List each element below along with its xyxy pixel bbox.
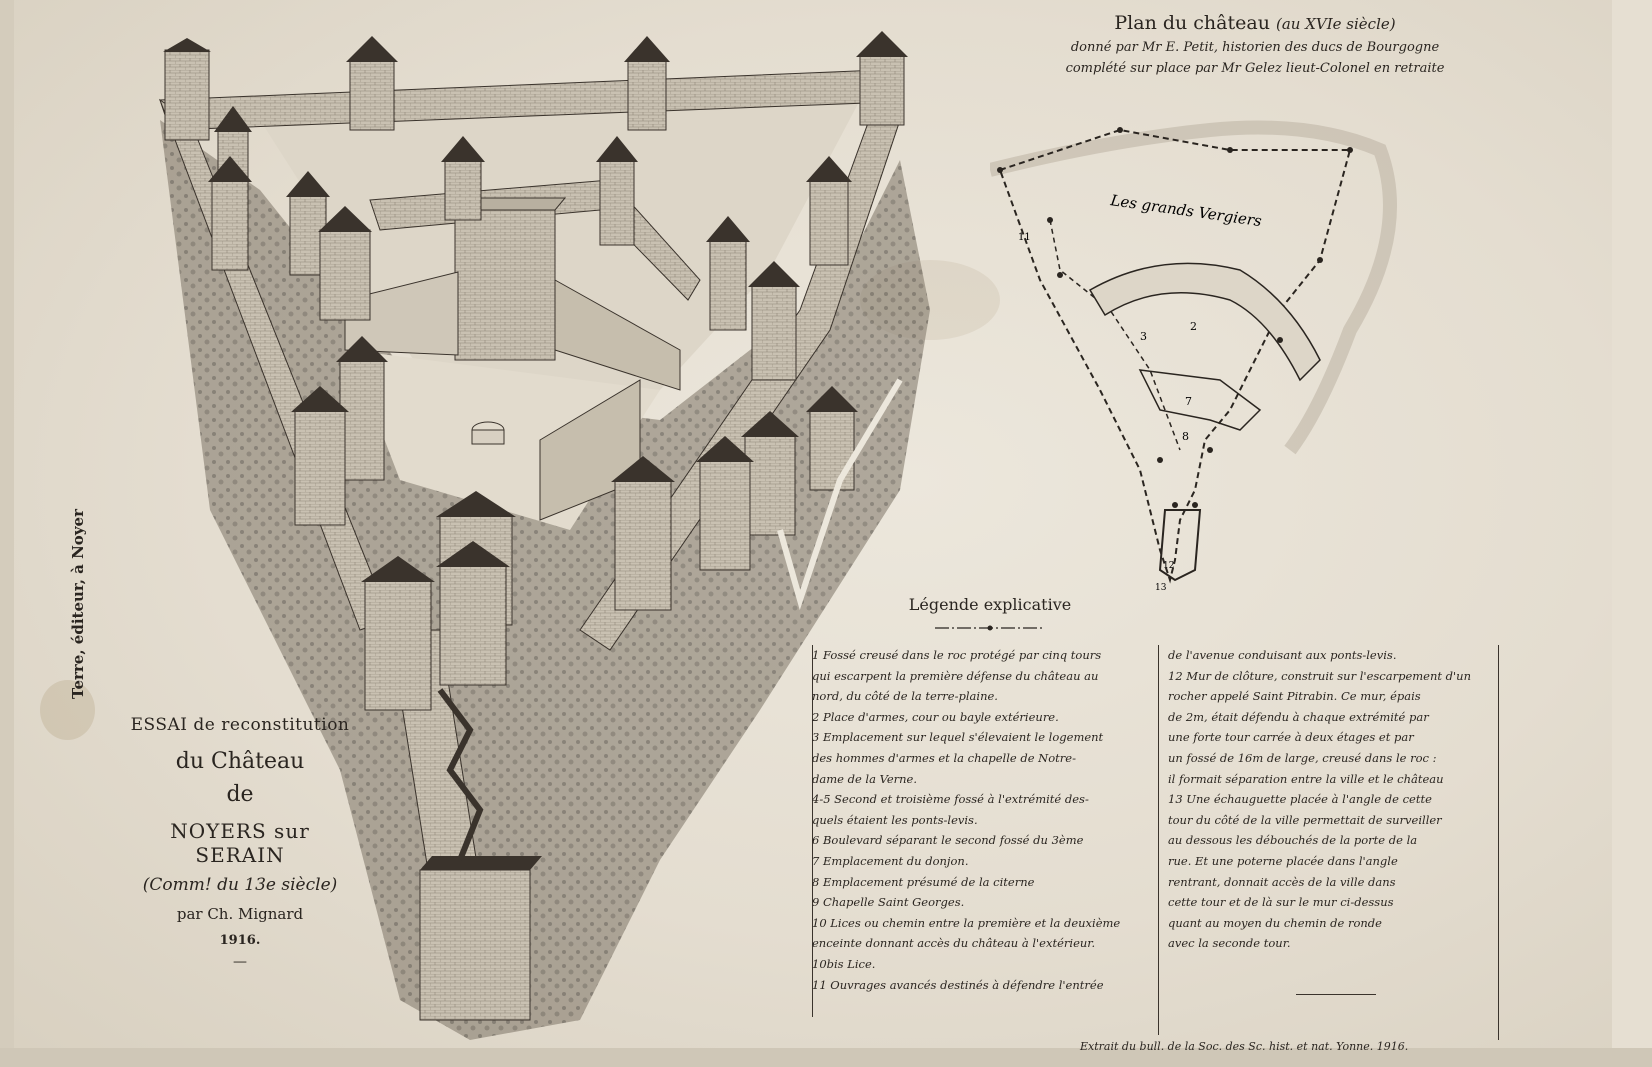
legend-column-right: de l'avenue conduisant aux ponts-levis. … <box>1168 645 1500 954</box>
legend-line: 8 Emplacement présumé de la citerne <box>812 874 1035 889</box>
legend-line: 2 Place d'armes, cour ou bayle extérieur… <box>812 709 1059 724</box>
legend-line: rocher appelé Saint Pitrabin. Ce mur, ép… <box>1168 689 1421 704</box>
legend-line: 4-5 Second et troisième fossé à l'extrém… <box>812 792 1089 807</box>
plan-boulevard <box>1138 369 1262 431</box>
plan-number: 8 <box>1182 430 1189 443</box>
zigzag-path <box>437 688 484 862</box>
plan-number: 2 <box>1190 320 1197 333</box>
keep-donjon <box>453 197 567 361</box>
legend-line: nord, du côté de la terre-plaine. <box>812 689 998 704</box>
legend-line: il formait séparation entre la ville et … <box>1168 771 1444 786</box>
legend-line: 3 Emplacement sur lequel s'élevaient le … <box>812 730 1104 745</box>
stain <box>40 680 95 740</box>
plan-number: 7 <box>1185 395 1192 408</box>
plan-credit-2: complété sur place par Mr Gelez lieut-Co… <box>1065 61 1445 76</box>
publisher-vertical: Terre, éditeur, à Noyer <box>48 460 108 760</box>
legend-line: 9 Chapelle Saint Georges. <box>812 895 965 910</box>
plan-area-label: Les grands Vergiers <box>1108 191 1263 230</box>
legend-rule-middle <box>1158 645 1159 1035</box>
title-line-1: ESSAI de reconstitution <box>130 715 350 735</box>
plan-number: 11 <box>1018 232 1031 243</box>
legend-line: avec la seconde tour. <box>1168 936 1291 951</box>
year-line: 1916. <box>219 933 261 948</box>
legend-end-rule <box>1296 994 1376 995</box>
legend-line: dame de la Verne. <box>812 771 918 786</box>
legend-line: un fossé de 16m de large, creusé dans le… <box>1168 750 1437 765</box>
source-footnote: Extrait du bull. de la Soc. des Sc. hist… <box>1080 1040 1409 1053</box>
plan-tower-dots <box>997 127 1353 508</box>
legend-rule-left <box>812 645 813 1017</box>
plan-title-note: (au XVIe siècle) <box>1276 15 1396 33</box>
plan-credit-1: donné par Mr E. Petit, historien des duc… <box>1070 40 1440 55</box>
plan-heading: Plan du château (au XVIe siècle) donné p… <box>1020 12 1490 76</box>
legend-rule-right <box>1498 645 1499 1040</box>
plan-number: 13 <box>1155 583 1167 593</box>
card-edge-right <box>1612 0 1652 1067</box>
legend-box: 1 Fossé creusé dans le roc protégé par c… <box>812 645 1500 1045</box>
legend-line: de 2m, était défendu à chaque extrémité … <box>1168 709 1429 724</box>
access-road <box>777 378 903 611</box>
card-edge-bottom <box>0 1048 1652 1067</box>
legend-line: 10 Lices ou chemin entre la première et … <box>812 915 1121 930</box>
legend-line: 12 Mur de clôture, construit sur l'escar… <box>1168 668 1471 683</box>
title-line-3: de <box>226 782 254 807</box>
legend-line: une forte tour carrée à deux étages et p… <box>1168 730 1414 745</box>
legend-line: rentrant, donnait accès de la ville dans <box>1168 874 1396 889</box>
legend-ornament <box>935 625 1045 631</box>
castle-plan-map: Les grands Vergiers 2 3 7 8 11 12 13 <box>990 120 1397 593</box>
plan-moat <box>1088 262 1321 382</box>
legend-line: de l'avenue conduisant aux ponts-levis. <box>1168 648 1397 662</box>
plan-number: 3 <box>1140 330 1147 343</box>
legend-line: 7 Emplacement du donjon. <box>812 853 969 868</box>
title-line-4: NOYERS sur SERAIN <box>170 819 310 867</box>
publisher-text: Terre, éditeur, à Noyer <box>69 509 87 699</box>
plan-title: Plan du château (au XVIe siècle) <box>1020 12 1490 34</box>
legend-line: qui escarpent la première défense du châ… <box>812 668 1099 683</box>
legend-line: des hommes d'armes et la chapelle de Not… <box>812 750 1076 765</box>
card-edge-left <box>0 0 14 1067</box>
legend-line: enceinte donnant accès du château à l'ex… <box>812 936 1096 951</box>
chapel-buildings <box>344 271 681 521</box>
legend-line: au dessous les débouchés de la porte de … <box>1168 833 1418 848</box>
legend-line: tour du côté de la ville permettait de s… <box>1168 812 1442 827</box>
plan-title-text: Plan du château <box>1114 12 1270 34</box>
plan-number: 12 <box>1163 561 1174 571</box>
plan-wall-12 <box>1158 509 1202 582</box>
title-line-2: du Château <box>175 749 305 774</box>
legend-line: cette tour et de là sur le mur ci-dessus <box>1168 895 1394 910</box>
legend-line: quant au moyen du chemin de ronde <box>1168 915 1382 930</box>
title-dash: — <box>233 954 247 970</box>
legend-line: 11 Ouvrages avancés destinés à défendre … <box>812 977 1104 992</box>
towers <box>163 31 908 1021</box>
legend-line: quels étaient les ponts-levis. <box>812 812 978 827</box>
legend-line: 10bis Lice. <box>812 956 876 971</box>
plan-hatching <box>990 120 1397 455</box>
title-line-5: (Comm! du 13e siècle) <box>142 875 338 895</box>
author-line: par Ch. Mignard <box>176 905 304 923</box>
well <box>471 421 505 445</box>
legend-line: 1 Fossé creusé dans le roc protégé par c… <box>812 648 1102 662</box>
castle-illustration <box>158 31 930 1040</box>
legend-column-left: 1 Fossé creusé dans le roc protégé par c… <box>812 645 1148 995</box>
legend-line: 6 Boulevard séparant le second fossé du … <box>812 833 1084 848</box>
legend-line: 13 Une échauguette placée à l'angle de c… <box>1168 792 1432 807</box>
title-block: ESSAI de reconstitution du Château de NO… <box>130 715 350 970</box>
plan-inner-line <box>1049 219 1181 451</box>
legend-line: rue. Et une poterne placée dans l'angle <box>1168 853 1398 868</box>
legend-title: Légende explicative <box>908 595 1072 614</box>
